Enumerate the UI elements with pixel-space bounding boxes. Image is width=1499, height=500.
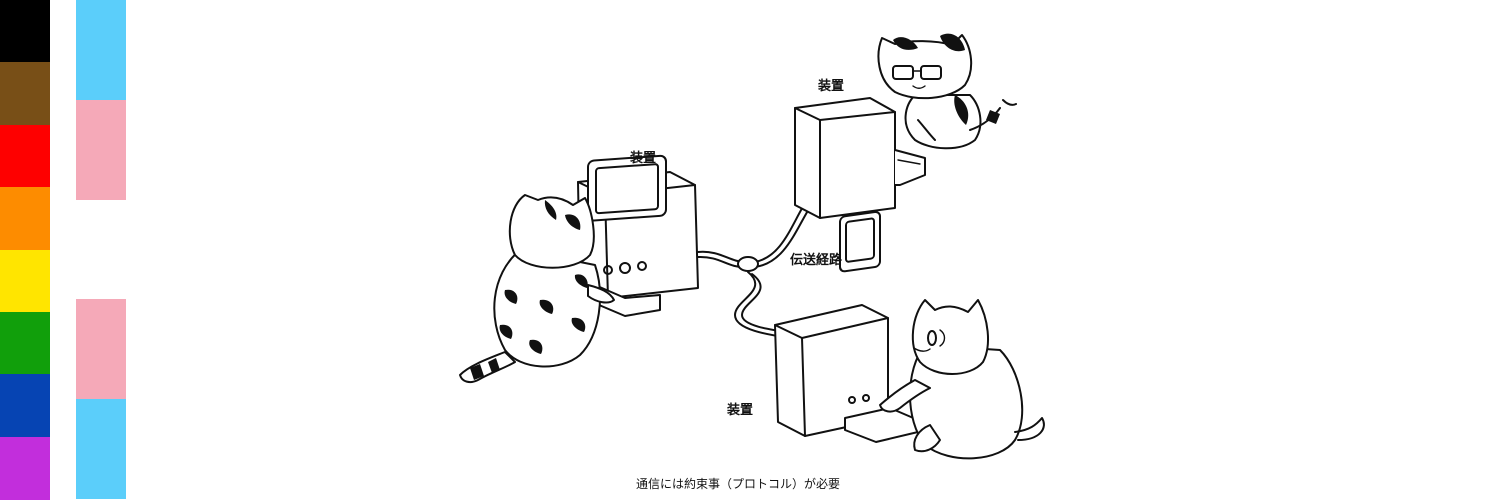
cat-glasses-icon xyxy=(877,33,1017,150)
flag-stripe xyxy=(0,124,50,188)
cat-white-icon xyxy=(879,299,1045,460)
device-label-bottom: 装置 xyxy=(726,402,753,418)
flag-stripe xyxy=(0,62,50,126)
flag-stripe xyxy=(76,199,126,300)
computer-terminal-icon xyxy=(794,97,926,219)
trans-flag-stripes xyxy=(76,0,126,500)
flag-stripe xyxy=(0,436,50,500)
device-label-left: 装置 xyxy=(629,150,656,166)
device-label-top: 装置 xyxy=(817,78,844,94)
flag-stripe xyxy=(0,0,50,63)
computer-terminal-icon xyxy=(577,154,699,317)
flag-stripe xyxy=(0,249,50,313)
transmission-path-label: 伝送経路 xyxy=(790,252,843,268)
flag-stripe xyxy=(0,311,50,375)
flag-stripe xyxy=(76,99,126,200)
flag-stripe xyxy=(76,399,126,500)
cat-tabby-icon xyxy=(459,194,615,384)
diagram-caption: 通信には約束事（プロトコル）が必要 xyxy=(636,476,840,491)
flag-stripe xyxy=(0,187,50,251)
pride-flag-stripes xyxy=(0,0,50,500)
flag-stripe xyxy=(0,374,50,438)
cable-connector-icon xyxy=(737,256,759,272)
flag-stripe xyxy=(76,299,126,400)
flag-stripe xyxy=(76,0,126,100)
computer-terminal-icon xyxy=(774,210,919,443)
